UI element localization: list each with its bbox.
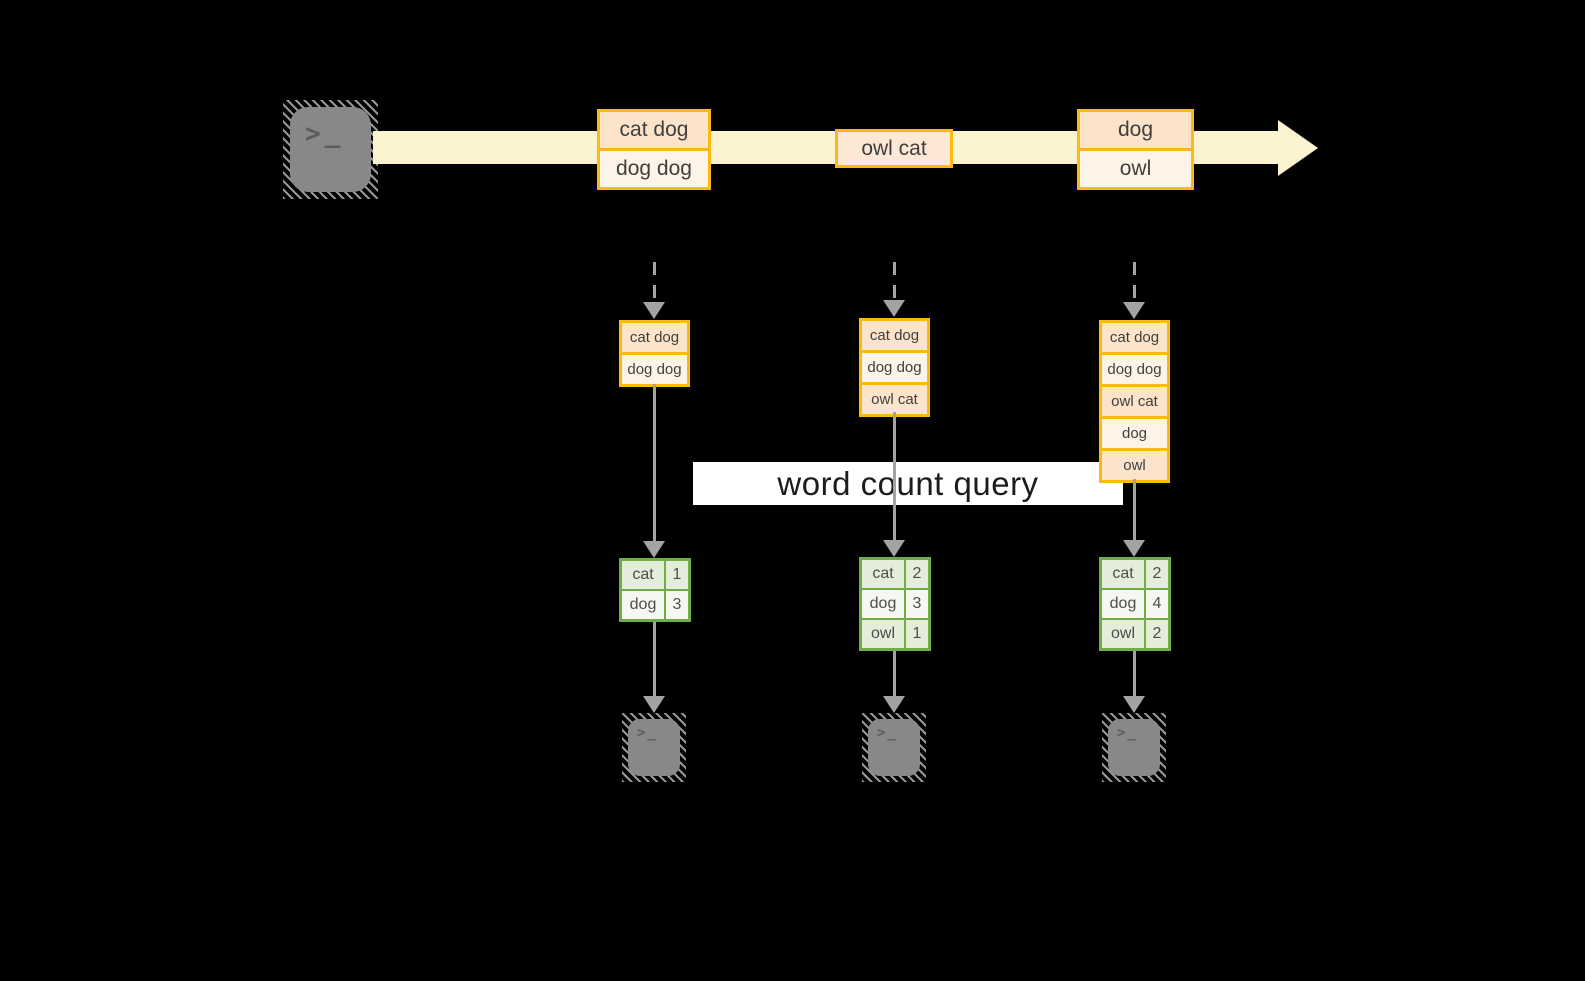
arrow-line (1133, 651, 1136, 697)
partition-stack-1: cat dog dog dog (619, 320, 690, 387)
arrow-down-icon (643, 302, 665, 319)
count-value-cell: 1 (666, 561, 688, 589)
arrow-down-icon (1123, 302, 1145, 319)
partition-stack-3: cat dog dog dog owl cat dog owl (1099, 320, 1170, 483)
count-value-cell: 2 (906, 560, 928, 588)
partition-record: dog dog (622, 352, 687, 384)
count-table-3: cat 2 dog 4 owl 2 (1099, 557, 1171, 651)
partition-record: owl cat (862, 382, 927, 414)
arrow-line (653, 384, 656, 542)
count-value-cell: 3 (666, 591, 688, 619)
stream-record: dog (1080, 112, 1191, 148)
terminal-icon: >_ (1108, 719, 1160, 776)
arrow-down-icon (883, 540, 905, 557)
count-word-cell: dog (862, 590, 904, 618)
partition-record: dog dog (1102, 352, 1167, 384)
query-banner: word count query (693, 462, 1123, 505)
stream-arrowhead-icon (1278, 120, 1318, 176)
arrow-line (893, 412, 896, 541)
count-value-cell: 1 (906, 620, 928, 648)
partition-record: owl (1102, 448, 1167, 480)
dashed-arrow-line (653, 262, 656, 304)
partition-record: cat dog (622, 323, 687, 352)
stream-event-2: owl cat (835, 129, 953, 168)
arrow-line (1133, 479, 1136, 541)
arrow-line (653, 622, 656, 697)
count-word-cell: cat (862, 560, 904, 588)
count-word-cell: dog (1102, 590, 1144, 618)
stream-record: owl (1080, 148, 1191, 187)
stream-record: dog dog (600, 148, 708, 187)
partition-record: cat dog (1102, 323, 1167, 352)
stream-event-3: dog owl (1077, 109, 1194, 190)
count-value-cell: 3 (906, 590, 928, 618)
count-value-cell: 2 (1146, 560, 1168, 588)
stream-record: owl cat (838, 132, 950, 165)
count-table-1: cat 1 dog 3 (619, 558, 691, 622)
partition-record: dog (1102, 416, 1167, 448)
arrow-down-icon (1123, 540, 1145, 557)
query-banner-label: word count query (777, 464, 1039, 502)
terminal-icon: >_ (628, 719, 680, 776)
partition-stack-2: cat dog dog dog owl cat (859, 318, 930, 417)
dashed-arrow-line (1133, 262, 1136, 304)
count-word-cell: owl (862, 620, 904, 648)
terminal-prompt-icon: >_ (1117, 725, 1138, 741)
arrow-line (893, 651, 896, 697)
count-value-cell: 4 (1146, 590, 1168, 618)
sink-terminal-3: >_ (1102, 713, 1166, 782)
partition-record: dog dog (862, 350, 927, 382)
partition-record: cat dog (862, 321, 927, 350)
count-word-cell: cat (1102, 560, 1144, 588)
terminal-icon: >_ (290, 107, 371, 192)
arrow-down-icon (643, 696, 665, 713)
stream-event-1: cat dog dog dog (597, 109, 711, 190)
terminal-prompt-icon: >_ (305, 119, 345, 149)
arrow-down-icon (883, 696, 905, 713)
count-word-cell: dog (622, 591, 664, 619)
stream-record: cat dog (600, 112, 708, 148)
terminal-prompt-icon: >_ (637, 725, 658, 741)
arrow-down-icon (883, 300, 905, 317)
terminal-icon: >_ (868, 719, 920, 776)
count-word-cell: cat (622, 561, 664, 589)
partition-record: owl cat (1102, 384, 1167, 416)
sink-terminal-2: >_ (862, 713, 926, 782)
count-word-cell: owl (1102, 620, 1144, 648)
count-table-2: cat 2 dog 3 owl 1 (859, 557, 931, 651)
arrow-down-icon (643, 541, 665, 558)
count-value-cell: 2 (1146, 620, 1168, 648)
terminal-prompt-icon: >_ (877, 725, 898, 741)
dashed-arrow-line (893, 262, 896, 304)
sink-terminal-1: >_ (622, 713, 686, 782)
source-terminal: >_ (283, 100, 378, 199)
arrow-down-icon (1123, 696, 1145, 713)
